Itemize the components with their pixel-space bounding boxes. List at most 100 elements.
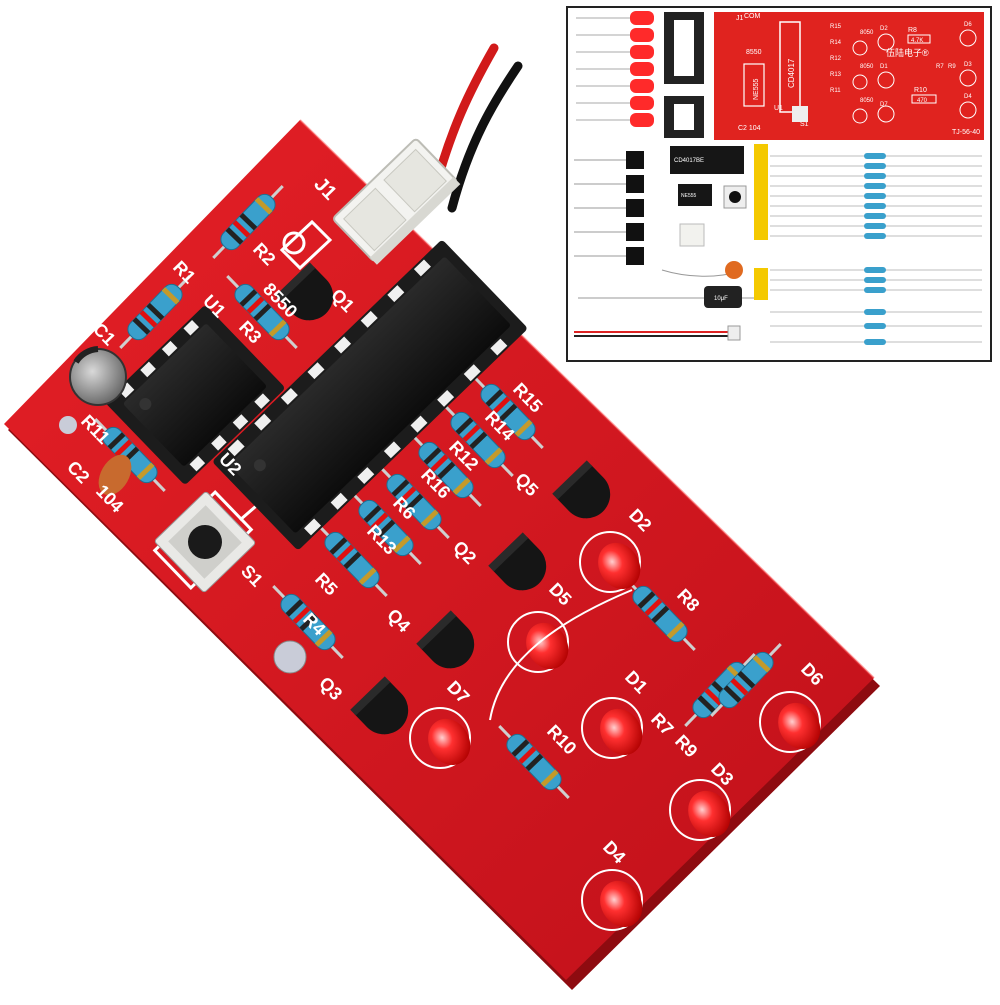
led (507, 611, 569, 673)
resistor (710, 642, 782, 718)
tactile-switch-s1 (154, 491, 256, 593)
inset-resistor (864, 153, 886, 159)
inset-transistor (626, 175, 644, 193)
resistor (272, 584, 344, 660)
inset-pcb-r10: R10 (914, 87, 927, 94)
inset-resistor (864, 323, 886, 329)
inset-pcb-s1: S1 (800, 121, 809, 128)
inset-led (630, 28, 654, 42)
inset-pcb-d2: D2 (880, 26, 888, 32)
ic-pin (357, 467, 375, 485)
inset-pcb-j1: J1 (736, 15, 744, 22)
inset-cap-label: 10μF (714, 296, 728, 302)
inset-ic-large: CD4017BE (674, 158, 704, 164)
inset-pcb-d3: D3 (964, 62, 972, 68)
inset-transistor (626, 199, 644, 217)
resistor (442, 402, 514, 478)
inset-pcb-r11: R11 (830, 88, 841, 94)
inset-pcb-r8-val: 4.7K (911, 38, 923, 44)
led (669, 779, 731, 841)
ic-pin (410, 415, 428, 433)
resistor (624, 576, 696, 652)
inset-pcb: CD4017 NE555 J1 COM 8550 C2 104 S1 U1 伍陆… (714, 12, 984, 140)
resistor (498, 724, 570, 800)
resistor (94, 417, 166, 493)
capacitor-c1 (69, 346, 127, 406)
inset-pcb-r13: R13 (830, 72, 842, 78)
inset-pcb-u1: U1 (774, 105, 783, 112)
inset-resistor (864, 233, 886, 239)
inset-led (630, 45, 654, 59)
inset-pcb-q3: 8050 (860, 98, 874, 104)
resistor (226, 274, 298, 350)
ic-pin (463, 364, 481, 382)
led (581, 697, 643, 759)
leds (409, 531, 821, 931)
inset-pcb-r15: R15 (830, 24, 842, 30)
inset-resistor (864, 287, 886, 293)
led (759, 691, 821, 753)
ic-pin (413, 259, 431, 277)
inset-pcb-ic1: NE555 (753, 78, 760, 100)
inset-pcb-brand: 伍陆电子® (886, 47, 929, 58)
inset-resistor (864, 213, 886, 219)
inset-pcb-r7: R7 (936, 64, 944, 70)
inset-pcb-q5: 8050 (860, 30, 874, 36)
inset-pcb-d1: D1 (880, 64, 888, 70)
inset-transistor (626, 151, 644, 169)
inset-resistors (770, 153, 982, 345)
ic-u1-ne555 (106, 306, 284, 484)
inset-transistor (626, 223, 644, 241)
inset-led (630, 113, 654, 127)
inset-resistor (864, 203, 886, 209)
kit-contents-inset: CD4017 NE555 J1 COM 8550 C2 104 S1 U1 伍陆… (566, 6, 992, 362)
led (409, 707, 471, 769)
resistor (378, 464, 450, 540)
inset-resistor (864, 339, 886, 345)
transistor (275, 262, 334, 321)
inset-pcb-r9: R9 (948, 64, 956, 70)
led (579, 531, 641, 593)
inset-pcb-r12: R12 (830, 56, 842, 62)
ic-pin (387, 285, 405, 303)
inset-pcb-r8: R8 (908, 27, 917, 34)
ic-pin (437, 389, 455, 407)
inset-transistor (626, 247, 644, 265)
inset-pcb-q2: 8050 (860, 64, 874, 70)
inset-pcb-d4: D4 (964, 94, 972, 100)
inset-led (630, 11, 654, 25)
led (581, 869, 643, 931)
inset-capacitors: 10μF (578, 261, 758, 308)
inset-pcb-code: TJ-56-40 (952, 129, 980, 136)
inset-resistor (864, 193, 886, 199)
inset-pcb-d6: D6 (964, 22, 972, 28)
ic-pin (304, 518, 322, 536)
silkscreen-trace (489, 589, 633, 721)
transistor (416, 610, 475, 669)
resistors (94, 184, 782, 800)
resistor (472, 374, 544, 450)
inset-transistors (574, 151, 644, 265)
inset-pcb-r14: R14 (830, 40, 842, 46)
mounting-hole (59, 416, 77, 434)
inset-tape-strip (754, 268, 768, 300)
capacitor-c2 (98, 454, 132, 496)
transistor (552, 460, 611, 519)
transistor (488, 532, 547, 591)
inset-pcb-d7: D7 (880, 102, 888, 108)
inset-resistor (864, 309, 886, 315)
resistor (350, 490, 422, 566)
transistor (350, 676, 409, 735)
resistor (119, 274, 191, 350)
ic-pin (227, 439, 245, 457)
inset-pcb-chip: CD4017 (787, 58, 796, 88)
ic-pin (307, 362, 325, 380)
inset-resistor (864, 183, 886, 189)
inset-led (630, 96, 654, 110)
inset-resistor (864, 277, 886, 283)
ic-u2-cd4017 (213, 240, 527, 550)
ic-pin (254, 413, 272, 431)
inset-ics: CD4017BE NE555 (670, 146, 747, 247)
